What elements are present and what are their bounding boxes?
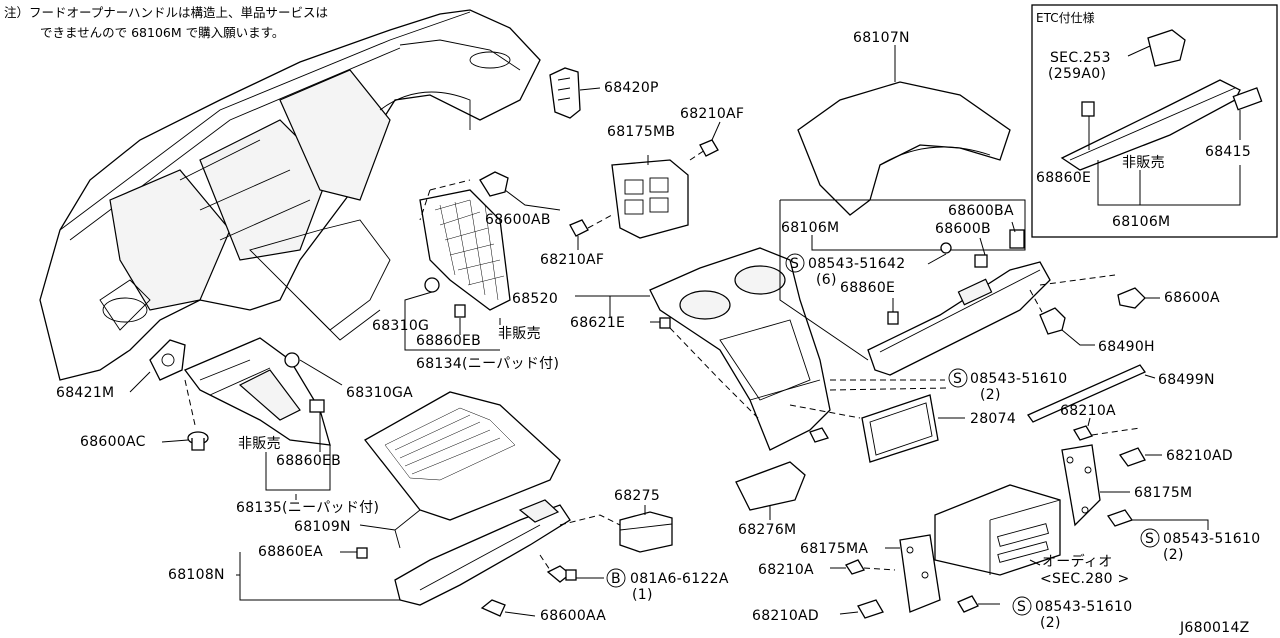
label-08543-51610-bottom: 08543-51610 [1035, 599, 1132, 615]
note-line-1: 注）フードオープナーハンドルは構造上、単品サービスは [4, 5, 328, 20]
label-08543-51642-qty: (6) [816, 272, 837, 288]
audio-unit-drawing [934, 484, 1061, 576]
label-68490H: 68490H [1098, 339, 1155, 355]
part-68276M-drawing [735, 461, 806, 511]
label-68109N: 68109N [294, 519, 351, 535]
label-68175MA: 68175MA [800, 541, 868, 557]
label-68135: 68135(ニーパッド付) [236, 500, 379, 516]
label-68210AD-right: 68210AD [1166, 448, 1233, 464]
part-68108N-drawing [394, 499, 571, 606]
etc-not-sold: 非販売 [1122, 155, 1165, 171]
etc-unit-drawing [1147, 29, 1186, 67]
part-68106M-drawing [867, 229, 1051, 376]
label-08543-51610-mid: 08543-51610 [970, 371, 1067, 387]
label-68106M: 68106M [781, 220, 839, 236]
part-68107N-drawing [797, 81, 1011, 216]
label-68860EB-left: 68860EB [276, 453, 341, 469]
label-68276M: 68276M [738, 522, 796, 538]
etc-box-title: ETC付仕様 [1036, 11, 1095, 25]
part-68490H-drawing [1039, 307, 1066, 335]
label-68210A-right: 68210A [1060, 403, 1116, 419]
label-68421M: 68421M [56, 385, 114, 401]
label-08543-51642: 08543-51642 [808, 256, 905, 272]
diagram-code: J680014Z [1179, 620, 1250, 636]
part-68134-drawing [419, 189, 511, 311]
part-68175M-drawing [1061, 444, 1101, 527]
part-68421M-drawing [149, 339, 186, 381]
label-68600B: 68600B [935, 221, 991, 237]
part-68135-drawing [183, 337, 331, 446]
symbol-s-51610-bottom: S [1017, 599, 1026, 615]
label-audio: オーディオ [1042, 553, 1113, 570]
label-68860EA: 68860EA [258, 544, 323, 560]
label-68310G: 68310G [372, 318, 429, 334]
symbol-s-51610-right: S [1145, 531, 1154, 547]
label-68175MB: 68175MB [607, 124, 675, 140]
part-68420P-drawing [549, 67, 581, 119]
label-audio-sec: <SEC.280 > [1040, 571, 1130, 587]
clip-68600AC-drawing [187, 431, 209, 451]
label-68600A: 68600A [1164, 290, 1220, 306]
label-08543-51610-right: 08543-51610 [1163, 531, 1260, 547]
label-68600AB: 68600AB [485, 212, 551, 228]
symbol-s-51642: S [790, 256, 799, 272]
label-68108N: 68108N [168, 567, 225, 583]
label-68600AC: 68600AC [80, 434, 146, 450]
part-68175MB-drawing [611, 159, 689, 239]
part-68499N-drawing [1027, 364, 1146, 423]
label-68210A-bottom: 68210A [758, 562, 814, 578]
etc-68415: 68415 [1205, 144, 1251, 160]
etc-68860E: 68860E [1036, 170, 1091, 186]
note-line-2: できませんので 68106M で購入願います。 [40, 25, 284, 40]
clip-68600A-drawing [1117, 287, 1146, 309]
label-28074: 28074 [970, 411, 1016, 427]
etc-68106M: 68106M [1112, 214, 1170, 230]
clip-68600AB-drawing [479, 171, 509, 197]
part-68275-drawing [619, 511, 673, 553]
label-08543-51610-mid-qty: (2) [980, 387, 1001, 403]
label-081A6-6122A: 081A6-6122A [630, 571, 729, 587]
label-68621E: 68621E [570, 315, 625, 331]
label-68134: 68134(ニーパッド付) [416, 356, 559, 372]
bolt-081A6-drawing [546, 565, 577, 583]
etc-box: ETC付仕様 SEC.253 (259A0) 68860E 非販売 68106M… [1031, 4, 1278, 238]
label-68420P: 68420P [604, 80, 659, 96]
etc-sec-sub: (259A0) [1048, 66, 1106, 82]
label-68860EB-mid: 68860EB [416, 333, 481, 349]
label-68520: 68520 [512, 291, 558, 307]
label-08543-51610-bottom-qty: (2) [1040, 615, 1061, 631]
label-68210AF-bot: 68210AF [540, 252, 604, 268]
label-68210AF-top: 68210AF [680, 106, 744, 122]
symbol-s-51610-mid: S [953, 371, 962, 387]
label-not-sold-mid: 非販売 [498, 326, 541, 342]
part-68175MA-drawing [899, 534, 941, 613]
clip-68600AA-drawing [480, 599, 506, 617]
symbol-b: B [611, 571, 621, 587]
instrument-panel-drawing [39, 9, 541, 381]
label-68600BA: 68600BA [948, 203, 1014, 219]
label-08543-51610-right-qty: (2) [1163, 547, 1184, 563]
etc-sec-ref: SEC.253 [1050, 50, 1111, 66]
part-28074-drawing [861, 394, 939, 463]
label-081A6-qty: (1) [632, 587, 653, 603]
label-not-sold-left: 非販売 [238, 436, 281, 452]
label-68175M: 68175M [1134, 485, 1192, 501]
part-68109N-drawing [364, 391, 561, 549]
label-68275: 68275 [614, 488, 660, 504]
label-68499N: 68499N [1158, 372, 1215, 388]
label-68210AD-bottom: 68210AD [752, 608, 819, 624]
label-68860E: 68860E [840, 280, 895, 296]
label-68310GA: 68310GA [346, 385, 413, 401]
label-68600AA: 68600AA [540, 608, 606, 624]
part-68520-drawing [649, 247, 831, 451]
label-68107N: 68107N [853, 30, 910, 46]
